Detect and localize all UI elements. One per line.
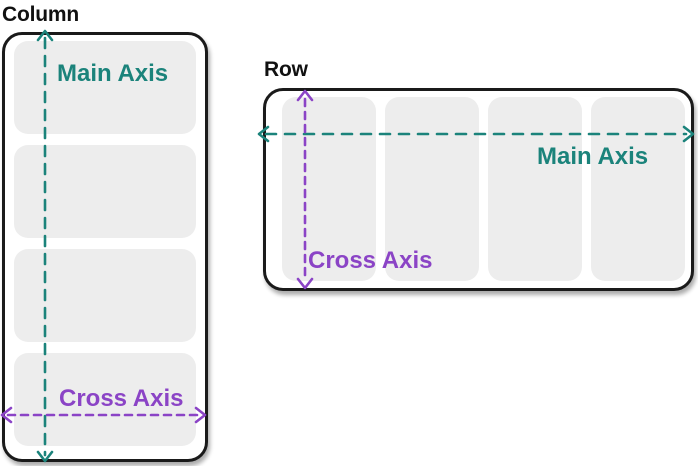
column-panel-title: Column (2, 3, 79, 26)
column-item (14, 145, 196, 238)
column-item (14, 249, 196, 342)
row-item (282, 97, 376, 281)
row-item (488, 97, 582, 281)
row-panel-title: Row (264, 58, 308, 81)
row-item (385, 97, 479, 281)
column-item (14, 41, 196, 134)
row-cross-axis-label: Cross Axis (308, 247, 433, 274)
column-main-axis-label: Main Axis (57, 60, 169, 87)
row-item (591, 97, 685, 281)
row-main-axis-label: Main Axis (537, 143, 649, 170)
column-cross-axis-label: Cross Axis (59, 385, 184, 412)
row-container (263, 88, 694, 291)
